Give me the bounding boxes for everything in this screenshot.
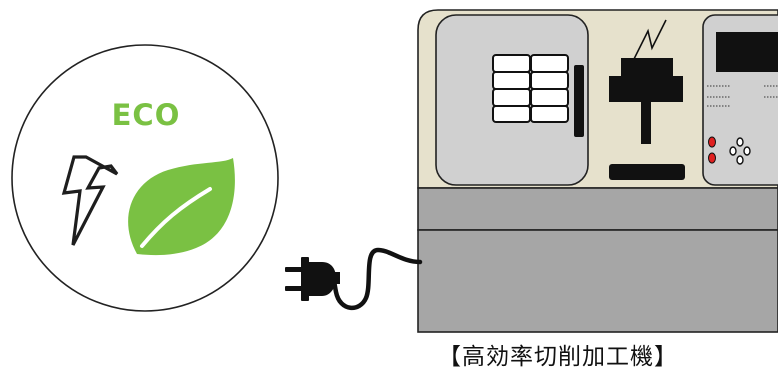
- machine-control-panel: [702, 14, 778, 186]
- control-text-lines: [707, 85, 778, 107]
- machine-base: [417, 229, 778, 333]
- leaf-icon: [128, 158, 235, 256]
- eco-badge: [11, 44, 279, 312]
- power-cable-icon: [327, 247, 423, 310]
- door-window-grid: [492, 54, 569, 123]
- spindle-cable: [631, 19, 667, 64]
- eco-label: ECO: [111, 98, 181, 132]
- machine-caption: 【高効率切削加工機】: [438, 344, 678, 370]
- cutting-machine: [417, 9, 778, 333]
- indicator-lights: [708, 136, 716, 164]
- machine-door-panel: [435, 14, 589, 186]
- door-handle: [574, 65, 584, 137]
- work-table: [609, 164, 685, 180]
- power-plug-icon: [285, 257, 340, 301]
- machine-middle-band: [417, 187, 778, 231]
- eco-badge-circle: [11, 44, 279, 312]
- machine-spindle: [609, 19, 685, 180]
- directional-buttons: [729, 137, 751, 165]
- lightning-bolt-icon: [61, 155, 119, 246]
- control-display: [716, 32, 778, 72]
